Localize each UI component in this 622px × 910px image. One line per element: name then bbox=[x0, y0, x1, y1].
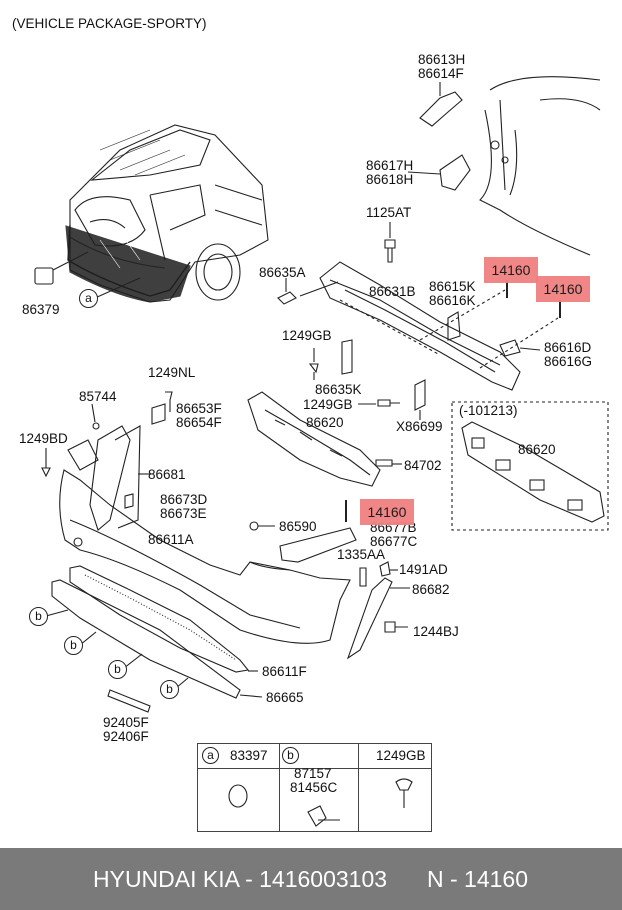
bracket-86635a-shape bbox=[277, 291, 297, 305]
bracket-86635k-shape bbox=[341, 339, 353, 375]
rear-beam-86631b-shape bbox=[299, 261, 521, 391]
label-86611f: 86611F bbox=[262, 664, 307, 679]
footer-brand-part-number: HYUNDAI KIA - 1416003103 bbox=[93, 866, 388, 892]
diagram-title: (VEHICLE PACKAGE-SPORTY) bbox=[12, 16, 207, 31]
rear-bumper-86611a-shape bbox=[59, 469, 351, 644]
inset-box bbox=[451, 401, 609, 531]
label-84702: 84702 bbox=[404, 458, 442, 473]
body-panel-illustration bbox=[479, 76, 601, 256]
label-86620: 86620 bbox=[306, 415, 344, 430]
table-callout-b: b bbox=[282, 747, 299, 764]
inset-absorber-86620-shape bbox=[461, 421, 605, 523]
label-1244bj: 1244BJ bbox=[413, 624, 459, 639]
callout-b-2: b bbox=[64, 636, 83, 655]
label-1335aa: 1335AA bbox=[337, 547, 386, 562]
label-92405f: 92405F bbox=[103, 715, 149, 730]
parts-diagram bbox=[34, 76, 609, 827]
corner-bracket-86682-shape bbox=[346, 577, 393, 660]
label-85744: 85744 bbox=[79, 389, 117, 404]
label-86613h: 86613H bbox=[418, 52, 466, 67]
bracket-x86699-shape bbox=[414, 379, 426, 411]
label-86635a: 86635A bbox=[259, 265, 306, 280]
table-part-87157: 87157 bbox=[294, 766, 332, 781]
screw-1249gb-icon bbox=[395, 778, 413, 808]
label-86677c: 86677C bbox=[370, 534, 418, 549]
inset-title: (-101213) bbox=[459, 403, 518, 418]
callout-b-4: b bbox=[160, 680, 179, 699]
label-86654f: 86654F bbox=[176, 415, 222, 430]
callout-b-1: b bbox=[29, 607, 48, 626]
bracket-86677b-shape bbox=[279, 527, 357, 563]
label-86379: 86379 bbox=[22, 302, 60, 317]
clip-86590-shape bbox=[249, 521, 259, 531]
clip-87157-icon bbox=[307, 805, 340, 827]
bracket-86617h-shape bbox=[439, 154, 471, 191]
label-86616d: 86616D bbox=[544, 340, 592, 355]
table-part-81456c: 81456C bbox=[290, 780, 338, 795]
bracket-86616d-shape bbox=[499, 339, 521, 357]
part-84702-shape bbox=[375, 459, 393, 467]
highlight-14160-upper-right: 14160 bbox=[536, 276, 590, 302]
label-86617h: 86617H bbox=[366, 158, 414, 173]
label-1249nl: 1249NL bbox=[148, 365, 196, 380]
label-86653f: 86653F bbox=[176, 401, 222, 416]
label-1249gb-upper: 1249GB bbox=[282, 328, 332, 343]
label-86665: 86665 bbox=[266, 690, 304, 705]
bolt-1249gb-shape bbox=[377, 399, 400, 407]
bolt-1125at-shape bbox=[384, 239, 396, 263]
callout-b-3: b bbox=[108, 660, 127, 679]
label-1125at: 1125AT bbox=[366, 205, 412, 220]
label-1491ad: 1491AD bbox=[399, 562, 448, 577]
label-86673e: 86673E bbox=[160, 506, 207, 521]
clip-1491ad-shape bbox=[379, 561, 391, 577]
clip-86673d-shape bbox=[124, 493, 134, 509]
bracket-86615k-shape bbox=[447, 311, 461, 341]
bolt-1249nl-shape bbox=[165, 391, 173, 412]
label-86682: 86682 bbox=[412, 582, 450, 597]
label-92406f: 92406F bbox=[103, 729, 149, 744]
label-86615k: 86615K bbox=[429, 279, 476, 294]
label-86590: 86590 bbox=[279, 519, 317, 534]
clip-1335aa-shape bbox=[359, 567, 367, 587]
highlight-14160-lower: 14160 bbox=[360, 499, 414, 525]
label-1249gb-lower: 1249GB bbox=[303, 397, 353, 412]
vehicle-rear-illustration bbox=[65, 124, 269, 303]
highlight-14160-upper-left: 14160 bbox=[484, 257, 538, 283]
energy-absorber-86620-shape bbox=[247, 391, 381, 487]
reflector-92405f-shape bbox=[107, 689, 151, 713]
footer-reference: N - 14160 bbox=[427, 866, 529, 892]
screw-1249bd-shape bbox=[41, 448, 51, 478]
label-86611a: 86611A bbox=[148, 532, 194, 547]
bolt-1244bj-shape bbox=[384, 621, 408, 633]
inset-label-86620: 86620 bbox=[518, 442, 556, 457]
label-86681: 86681 bbox=[148, 467, 186, 482]
table-part-1249gb: 1249GB bbox=[376, 748, 426, 763]
part-86379-shape bbox=[34, 267, 54, 285]
label-86618h: 86618H bbox=[366, 172, 414, 187]
side-bracket-86681-shape bbox=[89, 425, 131, 531]
label-86616k: 86616K bbox=[429, 293, 476, 308]
footer-bar: HYUNDAI KIA - 1416003103 N - 14160 bbox=[0, 848, 622, 910]
screw-1249gb-shape bbox=[308, 363, 319, 380]
lower-garnish-86611f-shape bbox=[69, 565, 250, 673]
label-86635k: 86635K bbox=[315, 382, 362, 397]
label-86631b: 86631B bbox=[369, 284, 416, 299]
label-86673d: 86673D bbox=[160, 492, 208, 507]
callout-a: a bbox=[79, 289, 98, 308]
lower-trim-86665-shape bbox=[51, 579, 241, 699]
label-86614f: 86614F bbox=[418, 66, 464, 81]
table-part-83397: 83397 bbox=[230, 748, 268, 763]
label-86616g: 86616G bbox=[544, 354, 593, 369]
label-x86699: X86699 bbox=[396, 419, 443, 434]
bracket-86613h-shape bbox=[419, 91, 463, 127]
grommet-83397-icon bbox=[228, 784, 248, 808]
fastener-table: a 83397 b 87157 81456C 1249GB bbox=[197, 743, 432, 832]
label-1249bd: 1249BD bbox=[19, 431, 68, 446]
bracket-85744-shape bbox=[67, 439, 99, 471]
table-callout-a: a bbox=[202, 747, 219, 764]
